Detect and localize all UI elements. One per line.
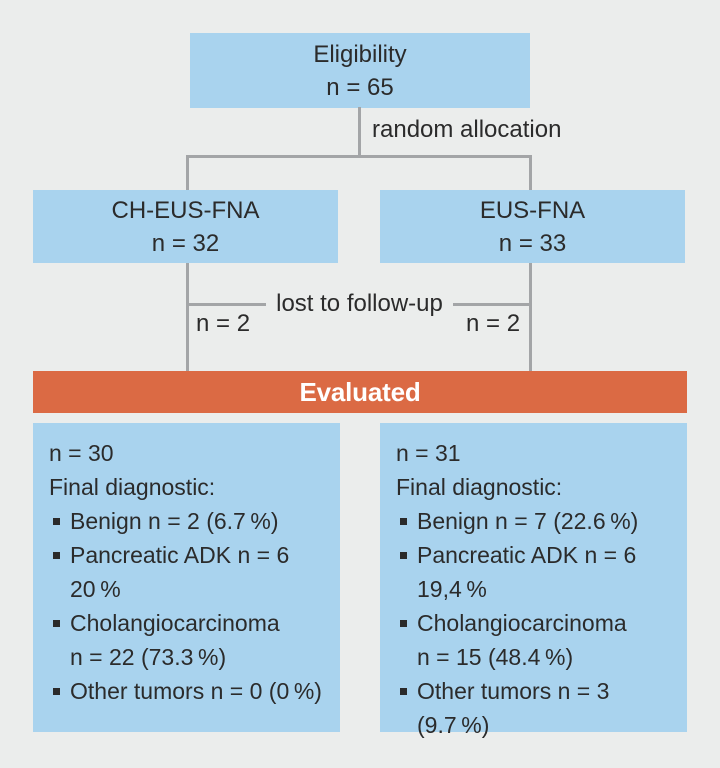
connector-split-horizontal <box>186 155 532 158</box>
result-item: Benign n = 2 (6.7 %) <box>49 504 328 538</box>
ch-eus-fna-box: CH-EUS-FNA n = 32 <box>33 190 338 263</box>
eus-fna-title: EUS-FNA <box>479 196 586 224</box>
lost-link-right-segment <box>452 302 532 306</box>
result-item-continuation: 19,4 % <box>417 576 487 602</box>
eus-fna-result-box: n = 31 Final diagnostic: Benign n = 7 (2… <box>380 423 687 738</box>
result-item-text: Other tumors n = 3 <box>417 678 610 704</box>
result-item-continuation: 20 % <box>70 576 121 602</box>
bullet-square-icon <box>53 620 60 627</box>
result-item-text: Benign n = 2 (6.7 %) <box>70 508 279 534</box>
lost-right-n: n = 2 <box>466 310 521 337</box>
lost-left-n: n = 2 <box>196 310 251 337</box>
lost-link-left-segment <box>187 302 267 306</box>
result-item-continuation: n = 15 (48.4 %) <box>417 644 574 670</box>
ch-eus-fna-title: CH-EUS-FNA <box>111 196 260 224</box>
bullet-square-icon <box>400 518 407 525</box>
ch-eus-fna-n: n = 32 <box>151 229 220 257</box>
eus-fna-n: n = 33 <box>498 229 567 257</box>
bullet-square-icon <box>400 620 407 627</box>
result-item: Benign n = 7 (22.6 %) <box>396 504 675 538</box>
result-item-continuation: (9.7 %) <box>417 712 490 738</box>
bullet-square-icon <box>53 688 60 695</box>
evaluated-label: Evaluated <box>299 376 421 407</box>
eus-fna-box: EUS-FNA n = 33 <box>380 190 685 263</box>
result-item-text: Cholangiocarcinoma <box>417 610 627 636</box>
connector-left-arm-down <box>186 155 189 192</box>
result-item-continuation: n = 22 (73.3 %) <box>70 644 227 670</box>
result-item: Cholangiocarcinoma <box>49 606 328 640</box>
result-heading: Final diagnostic: <box>396 474 563 500</box>
ch-eus-fna-result-box: n = 30 Final diagnostic: Benign n = 2 (6… <box>33 423 340 732</box>
result-item: Other tumors n = 0 (0 %) <box>49 674 328 708</box>
result-item: Cholangiocarcinoma <box>396 606 675 640</box>
result-n: n = 31 <box>396 440 461 466</box>
connector-left-to-evaluated <box>186 263 189 371</box>
bullet-square-icon <box>53 518 60 525</box>
connector-right-to-evaluated <box>529 263 532 371</box>
result-item-text: Cholangiocarcinoma <box>70 610 280 636</box>
result-item: Other tumors n = 3 <box>396 674 675 708</box>
bullet-square-icon <box>400 688 407 695</box>
bullet-square-icon <box>53 552 60 559</box>
result-item-text: Benign n = 7 (22.6 %) <box>417 508 639 534</box>
lost-to-follow-up-link: lost to follow-up <box>187 290 532 318</box>
result-item-text: Pancreatic ADK n = 6 <box>70 542 290 568</box>
random-allocation-label: random allocation <box>372 116 562 143</box>
result-item: Pancreatic ADK n = 6 <box>396 538 675 572</box>
result-item-text: Pancreatic ADK n = 6 <box>417 542 637 568</box>
lost-to-follow-up-label: lost to follow-up <box>276 290 443 317</box>
bullet-square-icon <box>400 552 407 559</box>
result-n: n = 30 <box>49 440 114 466</box>
result-item-text: Other tumors n = 0 (0 %) <box>70 678 322 704</box>
result-heading: Final diagnostic: <box>49 474 216 500</box>
eligibility-box: Eligibility n = 65 <box>190 33 530 108</box>
eligibility-title: Eligibility <box>313 40 407 68</box>
connector-right-arm-down <box>529 155 532 192</box>
result-item: Pancreatic ADK n = 6 <box>49 538 328 572</box>
eligibility-n: n = 65 <box>326 73 394 101</box>
evaluated-bar: Evaluated <box>33 371 687 413</box>
connector-eligibility-down <box>358 107 361 157</box>
